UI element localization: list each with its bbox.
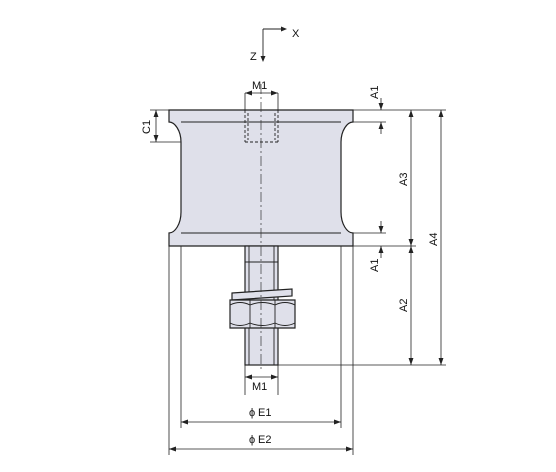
dimension-a1-top: A1 <box>369 86 384 134</box>
axis-z-label: Z <box>250 51 257 63</box>
label-a3: A3 <box>398 173 410 186</box>
dimension-c1: C1 <box>141 109 181 143</box>
coordinate-axes-indicator: X Z <box>250 26 300 63</box>
dimension-e2: ϕ E2 <box>168 246 354 455</box>
right-extension-lines <box>278 109 446 366</box>
dimension-a4: A4 <box>428 110 444 365</box>
axis-x-label: X <box>292 28 300 40</box>
dimension-m1-top: M1 <box>244 80 279 110</box>
label-c1: C1 <box>141 120 153 134</box>
dimension-m1-bottom: M1 <box>244 365 279 395</box>
phi-symbol-e2: ϕ <box>249 434 255 446</box>
dimension-a3: A3 <box>398 110 414 246</box>
dimension-a1-bottom: A1 <box>369 221 384 272</box>
label-a2: A2 <box>398 299 410 312</box>
label-m1-top: M1 <box>252 80 267 92</box>
label-a1-bottom: A1 <box>369 259 381 272</box>
phi-symbol-e1: ϕ <box>249 407 255 419</box>
label-m1-bottom: M1 <box>252 381 267 393</box>
label-a1-top: A1 <box>369 86 381 99</box>
label-e2: E2 <box>258 434 271 446</box>
hex-nut <box>229 288 296 329</box>
label-e1: E1 <box>258 407 271 419</box>
label-a4: A4 <box>428 233 440 246</box>
dimension-a2: A2 <box>398 246 414 365</box>
dimension-e1: ϕ E1 <box>180 246 342 428</box>
